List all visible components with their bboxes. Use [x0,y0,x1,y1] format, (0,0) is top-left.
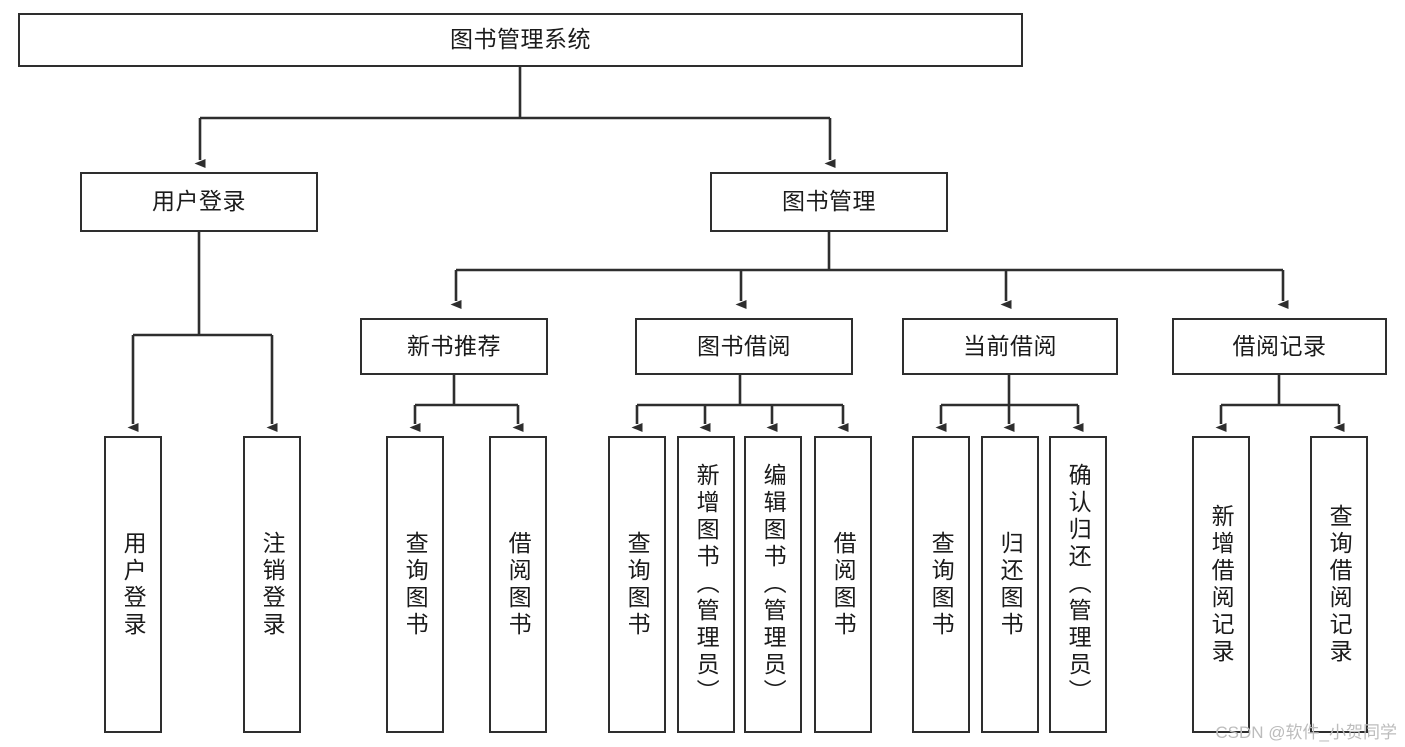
leaf-records-query-record[interactable]: 查询借阅记录 [1310,436,1368,733]
node-book-borrow[interactable]: 图书借阅 [635,318,853,375]
leaf-records-add-record[interactable]: 新增借阅记录 [1192,436,1250,733]
node-borrow-records[interactable]: 借阅记录 [1172,318,1387,375]
leaf-borrow-borrow-book[interactable]: 借阅图书 [814,436,872,733]
node-root-system[interactable]: 图书管理系统 [18,13,1023,67]
leaf-new-book-query[interactable]: 查询图书 [386,436,444,733]
leaf-current-query-book[interactable]: 查询图书 [912,436,970,733]
leaf-borrow-query-book[interactable]: 查询图书 [608,436,666,733]
leaf-current-confirm-return-admin[interactable]: 确认归还（管理员） [1049,436,1107,733]
node-current-borrow[interactable]: 当前借阅 [902,318,1118,375]
leaf-borrow-edit-book-admin[interactable]: 编辑图书（管理员） [744,436,802,733]
node-book-management[interactable]: 图书管理 [710,172,948,232]
leaf-borrow-add-book-admin[interactable]: 新增图书（管理员） [677,436,735,733]
node-user-login[interactable]: 用户登录 [80,172,318,232]
leaf-user-login-logout[interactable]: 注销登录 [243,436,301,733]
watermark-csdn: CSDN @软件_小贺同学 [1215,723,1397,742]
leaf-new-book-borrow[interactable]: 借阅图书 [489,436,547,733]
node-new-book-recommend[interactable]: 新书推荐 [360,318,548,375]
leaf-current-return-book[interactable]: 归还图书 [981,436,1039,733]
leaf-user-login-login[interactable]: 用户登录 [104,436,162,733]
